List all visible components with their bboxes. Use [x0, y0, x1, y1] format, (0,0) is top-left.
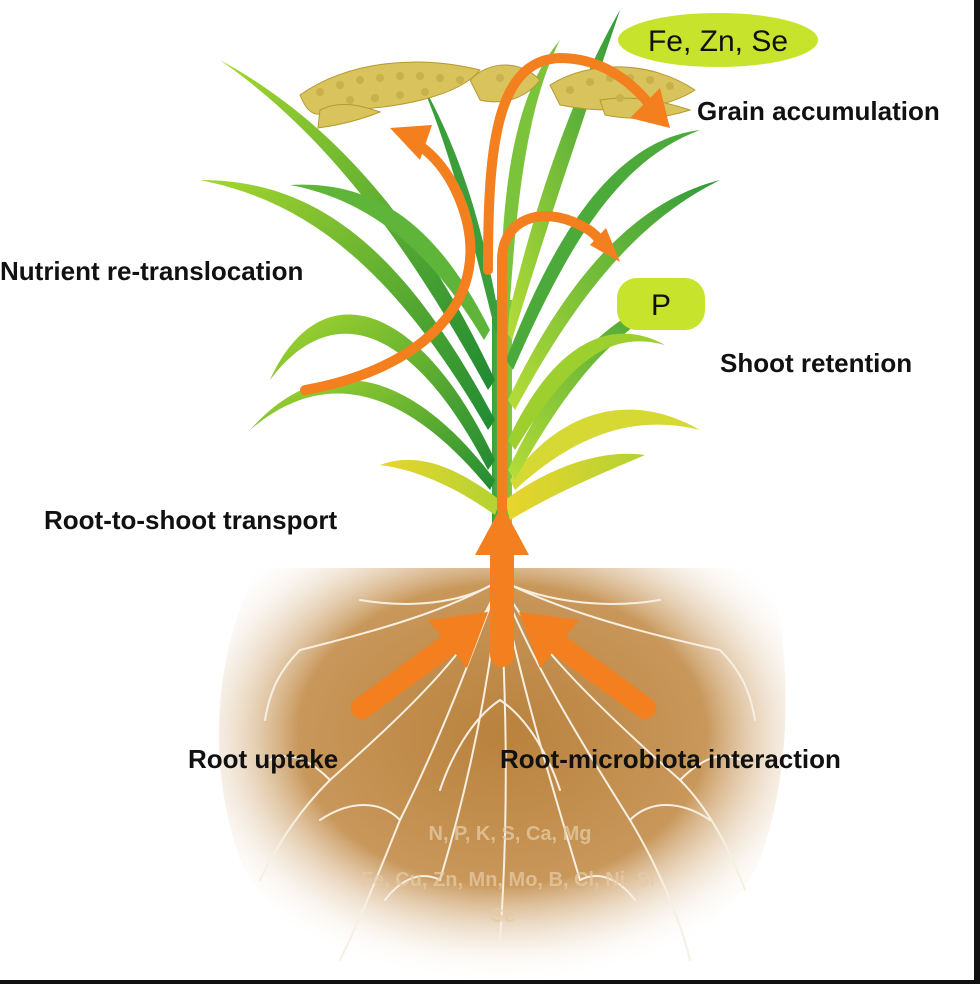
label-root-microbiota: Root-microbiota interaction — [500, 744, 841, 774]
shoot-element-text: P — [651, 289, 671, 322]
label-grain-accumulation: Grain accumulation — [697, 96, 940, 126]
label-root-uptake: Root uptake — [188, 744, 338, 774]
grain-elements-pill: Fe, Zn, Se — [618, 13, 818, 67]
soil-nutrients-line2: Fe, Cu, Zn, Mn, Mo, B, Cl, Ni, Si — [361, 869, 655, 891]
label-nutrient-retranslocation: Nutrient re-translocation — [0, 256, 303, 286]
shoot-element-pill: P — [617, 278, 705, 330]
frame-border-bottom — [0, 980, 980, 984]
label-shoot-retention: Shoot retention — [720, 348, 912, 378]
grain-elements-text: Fe, Zn, Se — [648, 25, 788, 58]
soil-nutrients-line1: N, P, K, S, Ca, Mg — [429, 823, 592, 845]
soil-nutrients-line3: Se — [491, 905, 515, 927]
frame-border-right — [974, 0, 980, 984]
label-root-to-shoot: Root-to-shoot transport — [44, 505, 338, 535]
